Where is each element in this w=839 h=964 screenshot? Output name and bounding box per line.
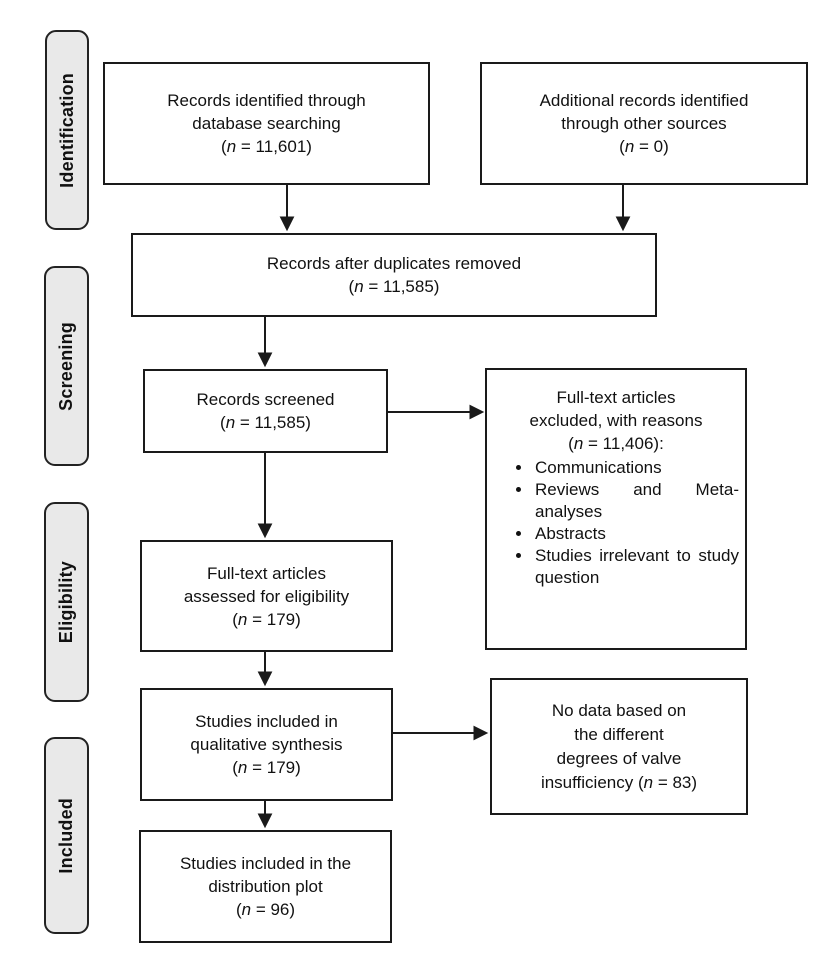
box-qualitative-synthesis: Studies included in qualitative synthesi… xyxy=(140,688,393,801)
count-line: (n = 179) xyxy=(142,608,391,631)
count-n: n xyxy=(237,758,248,777)
count-line: (n = 11,601) xyxy=(105,135,428,158)
count-line: (n = 96) xyxy=(141,898,390,921)
count-n: n xyxy=(241,900,252,919)
count-open: insufficiency ( xyxy=(540,772,644,792)
exclusion-reason-item: Communications xyxy=(533,457,739,479)
count-value: = 96) xyxy=(251,900,296,919)
box-distribution-plot: Studies included in the distribution plo… xyxy=(139,830,392,943)
stage-label-text: Identification xyxy=(56,72,77,188)
box-text-line: through other sources xyxy=(561,114,727,133)
box-text-line: Full-text articles xyxy=(206,563,327,583)
count-value: = 0) xyxy=(634,137,669,156)
stage-label-identification: Identification xyxy=(45,30,89,230)
count-value: = 179) xyxy=(247,758,301,777)
exclusion-reason-item: Reviews and Meta-analyses xyxy=(533,479,739,523)
count-n: n xyxy=(624,137,635,156)
stage-label-text: Included xyxy=(56,797,76,874)
box-text-line: Full-text articles xyxy=(556,388,676,407)
count-open: ( xyxy=(568,434,574,453)
count-open: ( xyxy=(232,758,238,777)
count-open: ( xyxy=(220,413,226,432)
count-line: (n = 11,406): xyxy=(487,432,745,455)
box-duplicates-removed: Records after duplicates removed (n = 11… xyxy=(131,233,657,317)
stage-label-text: Screening xyxy=(56,321,76,411)
stage-label-eligibility: Eligibility xyxy=(44,502,89,702)
count-n: n xyxy=(225,413,236,432)
box-records-identified: Records identified through database sear… xyxy=(103,62,430,185)
box-text-line: No data based on xyxy=(551,700,687,720)
count-n: n xyxy=(237,609,248,629)
box-text-line: Records identified through xyxy=(167,91,366,110)
box-text-line: qualitative synthesis xyxy=(190,735,343,754)
box-text-line: assessed for eligibility xyxy=(183,586,350,606)
count-value: = 179) xyxy=(247,609,301,629)
box-additional-records: Additional records identified through ot… xyxy=(480,62,808,185)
count-value: = 11,585) xyxy=(235,413,311,432)
count-value: = 11,585) xyxy=(363,277,440,296)
exclusion-reason-item: Studies irrelevant to study question xyxy=(533,545,739,589)
box-text-line: excluded, with reasons xyxy=(529,411,703,430)
box-text-line: distribution plot xyxy=(208,877,323,896)
count-open: ( xyxy=(221,137,227,156)
count-line: (n = 11,585) xyxy=(133,275,655,298)
count-value: = 11,601) xyxy=(236,137,312,156)
box-text-line: degrees of valve xyxy=(556,748,682,768)
count-line: (n = 0) xyxy=(482,135,806,158)
box-text-line: database searching xyxy=(192,114,341,133)
count-open: ( xyxy=(235,900,242,919)
box-text-line: Studies included in xyxy=(195,712,338,731)
box-fulltext-excluded: Full-text articles excluded, with reason… xyxy=(485,368,747,650)
stage-label-included: Included xyxy=(44,737,89,934)
box-text-line: Additional records identified xyxy=(539,91,749,110)
count-n: n xyxy=(354,277,364,296)
exclusion-reason-item: Abstracts xyxy=(533,523,739,545)
stage-label-text: Eligibility xyxy=(56,560,76,644)
count-value: = 11,406): xyxy=(583,434,664,453)
stage-label-screening: Screening xyxy=(44,266,89,466)
box-text-line: Records after duplicates removed xyxy=(266,254,522,273)
count-n: n xyxy=(573,434,584,453)
count-open: ( xyxy=(232,609,238,629)
box-text-line: the different xyxy=(574,724,664,744)
count-line: (n = 11,585) xyxy=(145,411,386,434)
count-n: n xyxy=(226,137,237,156)
count-value: = 83) xyxy=(653,772,698,792)
count-line: (n = 179) xyxy=(142,756,391,779)
count-open: ( xyxy=(348,277,355,296)
exclusion-reasons-list: Communications Reviews and Meta-analyses… xyxy=(487,457,745,589)
box-records-screened: Records screened (n = 11,585) xyxy=(143,369,388,453)
box-fulltext-assessed: Full-text articles assessed for eligibil… xyxy=(140,540,393,652)
box-text-line: Records screened xyxy=(196,390,335,409)
count-n: n xyxy=(643,772,654,792)
count-line: insufficiency (n = 83) xyxy=(492,771,746,795)
box-text-line: Studies included in the xyxy=(179,854,352,873)
count-open: ( xyxy=(619,137,625,156)
box-no-data-excluded: No data based on the different degrees o… xyxy=(490,678,748,815)
